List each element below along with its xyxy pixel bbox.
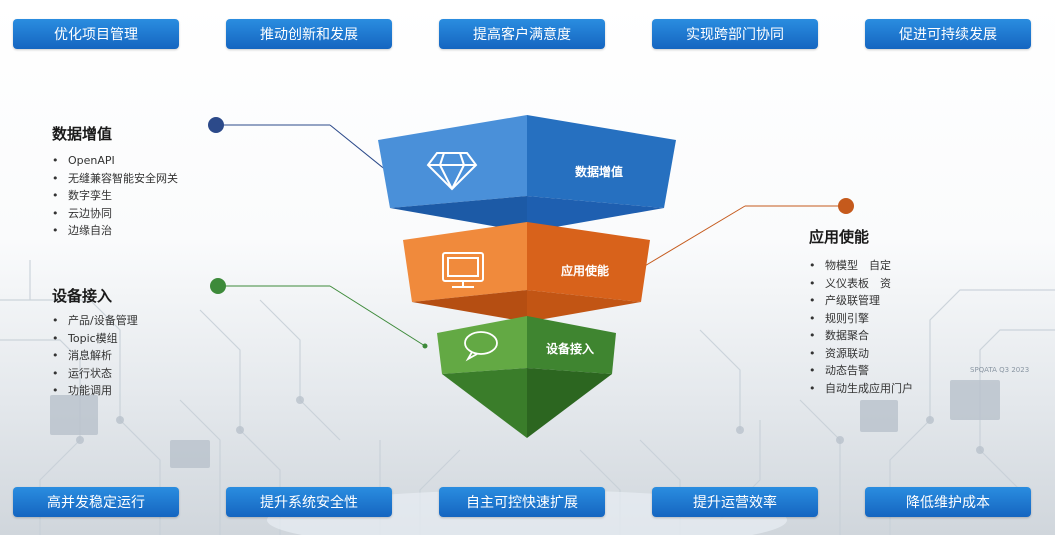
list-item: 自动生成应用门户: [809, 380, 913, 398]
list-item: 数字孪生: [52, 187, 178, 205]
top-button-3[interactable]: 提高客户满意度: [439, 19, 605, 49]
list-item: Topic模组: [52, 330, 138, 348]
app-enable-dot: [838, 198, 854, 214]
layer-data-value: [378, 115, 676, 232]
list-item: 资源联动: [809, 345, 913, 363]
bottom-button-4[interactable]: 提升运营效率: [652, 487, 818, 517]
top-button-1[interactable]: 优化项目管理: [13, 19, 179, 49]
list-item: 运行状态: [52, 365, 138, 383]
layer-label-data-value: 数据增值: [575, 165, 624, 179]
list-item: 规则引擎: [809, 310, 913, 328]
watermark-text: SPQATA Q3 2023: [970, 366, 1030, 374]
list-item: 产级联管理: [809, 292, 913, 310]
data-value-dot: [208, 117, 224, 133]
list-item: 动态告警: [809, 362, 913, 380]
list-item: 消息解析: [52, 347, 138, 365]
device-access-dot: [210, 278, 226, 294]
bottom-button-3[interactable]: 自主可控快速扩展: [439, 487, 605, 517]
bottom-button-2[interactable]: 提升系统安全性: [226, 487, 392, 517]
list-item: OpenAPI: [52, 152, 178, 170]
device-access-title: 设备接入: [52, 287, 113, 305]
top-button-4[interactable]: 实现跨部门协同: [652, 19, 818, 49]
list-item: 无缝兼容智能安全网关: [52, 170, 178, 188]
list-item: 功能调用: [52, 382, 138, 400]
layer-label-device-access: 设备接入: [546, 342, 595, 356]
app-enable-title: 应用使能: [809, 228, 870, 246]
chat-bubble-icon: [464, 331, 498, 362]
list-item: 物模型 自定: [809, 257, 913, 275]
app-enable-list: 物模型 自定 义仪表板 资 产级联管理 规则引擎 数据聚合 资源联动 动态告警 …: [809, 257, 913, 397]
top-button-2[interactable]: 推动创新和发展: [226, 19, 392, 49]
list-item: 数据聚合: [809, 327, 913, 345]
data-value-list: OpenAPI 无缝兼容智能安全网关 数字孪生 云边协同 边缘自治: [52, 152, 178, 240]
data-value-title: 数据增值: [52, 125, 113, 143]
layer-label-app-enable: 应用使能: [561, 264, 610, 278]
bottom-button-5[interactable]: 降低维护成本: [865, 487, 1031, 517]
top-button-5[interactable]: 促进可持续发展: [865, 19, 1031, 49]
layer-app-enable: [403, 222, 650, 322]
device-access-list: 产品/设备管理 Topic模组 消息解析 运行状态 功能调用: [52, 312, 138, 400]
layer-device-access: [437, 316, 616, 438]
list-item: 边缘自治: [52, 222, 178, 240]
list-item: 产品/设备管理: [52, 312, 138, 330]
monitor-icon: [442, 252, 484, 288]
diamond-icon: [426, 152, 478, 191]
list-item: 义仪表板 资: [809, 275, 913, 293]
list-item: 云边协同: [52, 205, 178, 223]
bottom-button-1[interactable]: 高并发稳定运行: [13, 487, 179, 517]
